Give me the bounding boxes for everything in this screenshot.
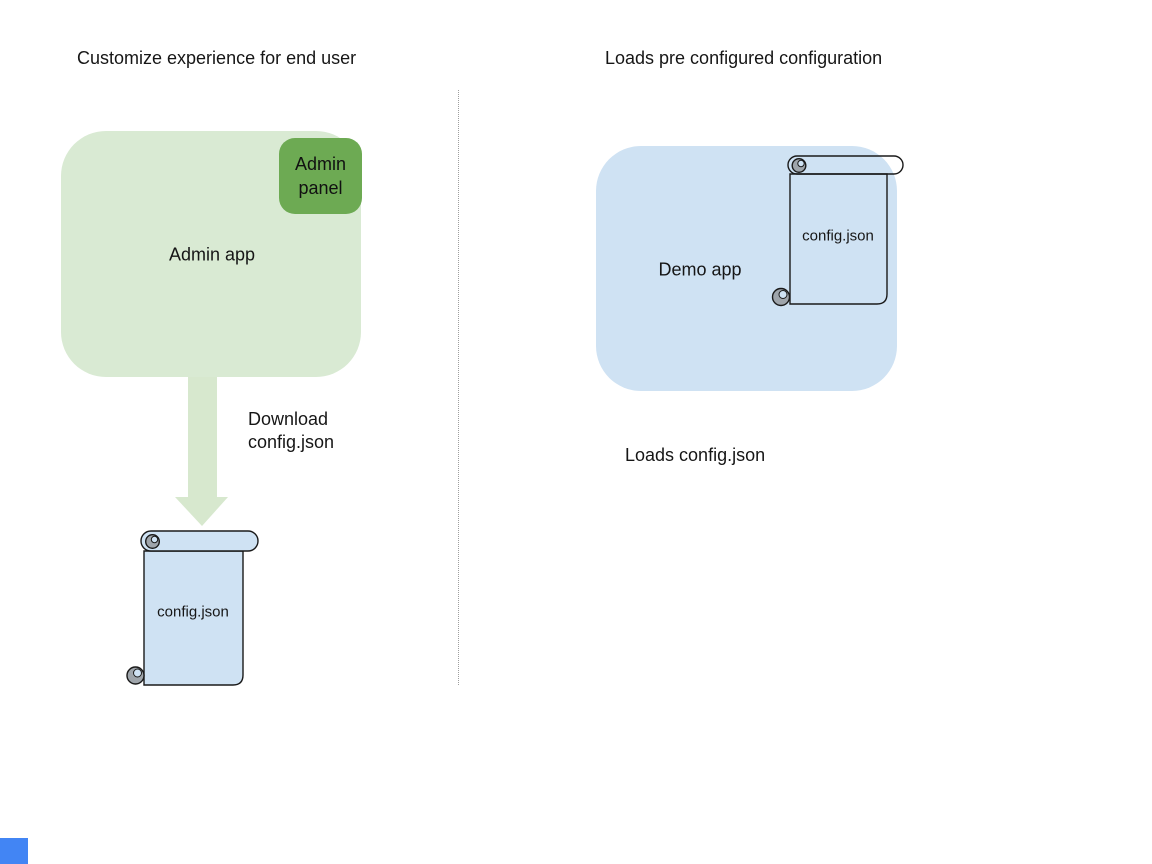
download-arrow-label: Download config.json [248, 409, 335, 453]
right-section-heading: Loads pre configured configuration [605, 48, 883, 68]
config-file-label: config.json [157, 603, 229, 621]
admin-panel-label: Admin panel [294, 153, 347, 198]
config-scroll-icon [771, 155, 904, 307]
admin-panel-box: Admin panel [279, 138, 362, 214]
section-divider [458, 90, 459, 685]
admin-app-label: Admin app [168, 244, 256, 265]
corner-blue-square [0, 838, 28, 864]
config-file-label: config.json [802, 227, 874, 245]
demo-app-label: Demo app [658, 259, 742, 280]
download-arrow-icon [175, 377, 228, 526]
loads-config-caption: Loads config.json [625, 445, 766, 465]
config-scroll-icon [126, 530, 259, 686]
left-section-heading: Customize experience for end user [77, 48, 357, 68]
demo-app-box [596, 146, 897, 391]
